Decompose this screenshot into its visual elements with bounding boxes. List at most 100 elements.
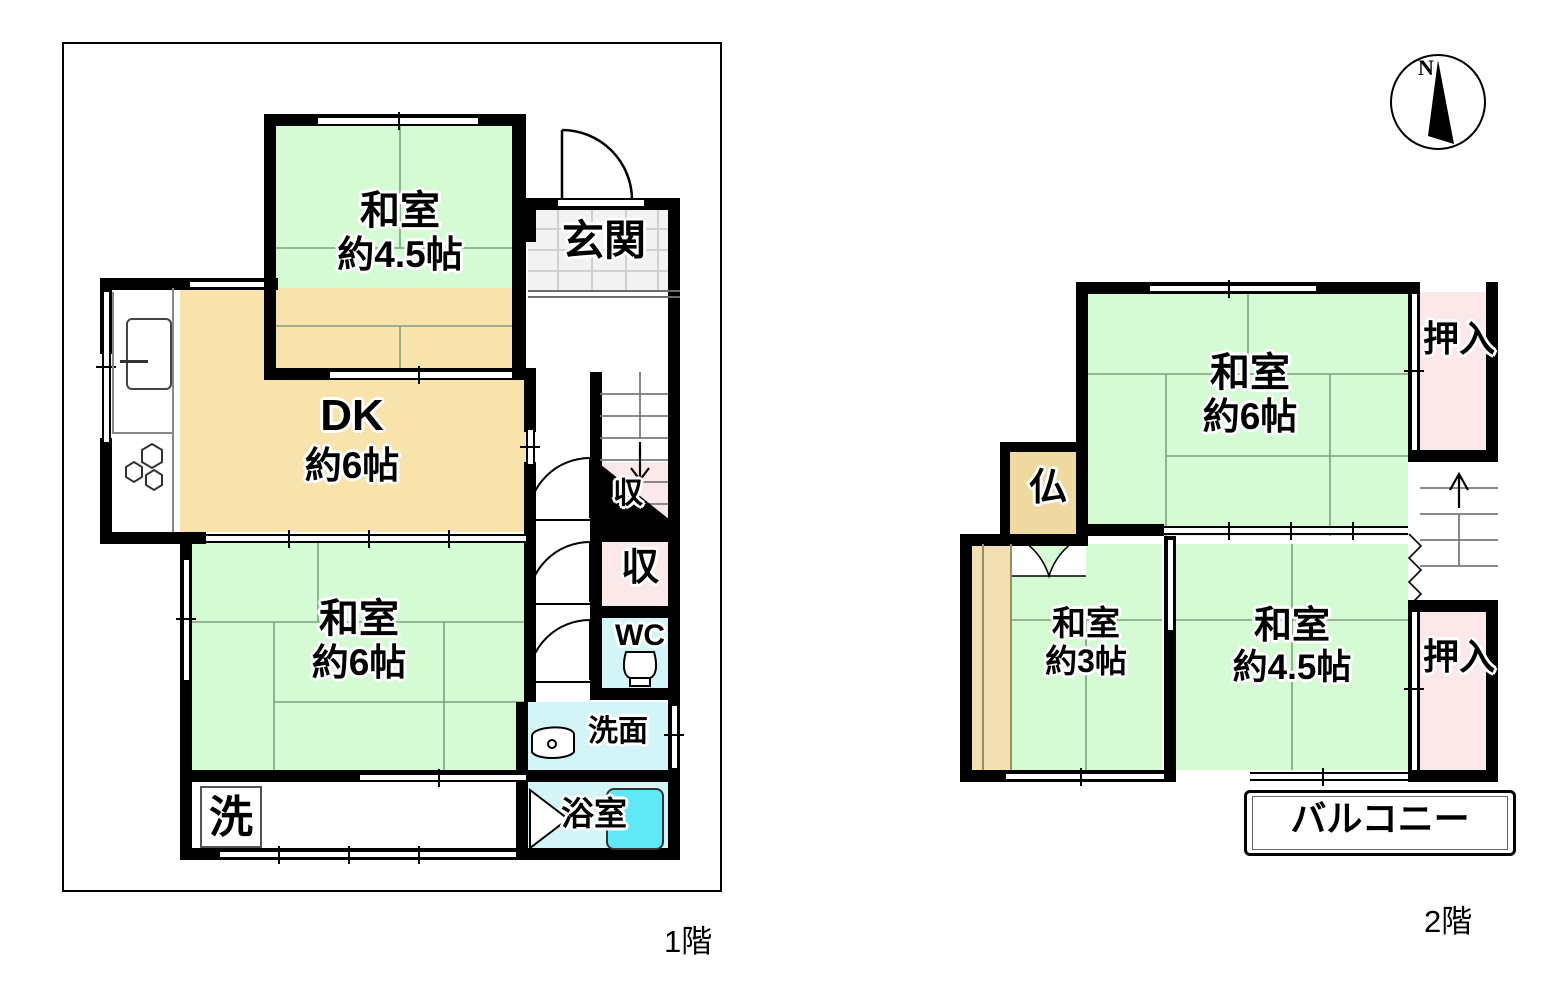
door-tick: [448, 530, 450, 548]
label-oshiire-top-floor2: 押入: [1422, 318, 1495, 359]
door-swing-storage-upper[interactable]: [526, 456, 592, 522]
window-tick: [348, 846, 350, 864]
entrance-door-swing[interactable]: [560, 128, 646, 202]
floor1-boundary: [62, 42, 722, 892]
wall: [1486, 282, 1498, 462]
door-tick: [368, 530, 370, 548]
counter-edge2: [112, 292, 114, 432]
wall: [590, 688, 680, 700]
window-washitsu45-bottom[interactable]: [1250, 772, 1408, 781]
tatami-lines-washitsu-4p5-floor1: [276, 126, 524, 368]
sliding-door[interactable]: [206, 534, 526, 543]
kitchen-sink: [126, 318, 172, 390]
wall: [524, 198, 536, 242]
tatami-lines-washitsu3-floor2: [1010, 619, 1162, 770]
wall: [100, 532, 204, 544]
wall: [1076, 524, 1164, 536]
label-oshiire-bottom-floor2: 押入: [1422, 636, 1495, 677]
fusuma-between-rooms-floor2[interactable]: [1166, 540, 1175, 630]
sliding-window-laundry-top[interactable]: [360, 773, 526, 782]
engawa-edge: [1010, 544, 1012, 770]
door-tick: [398, 112, 400, 130]
label-butsuma-floor2: 仏: [1028, 467, 1067, 509]
label-washitsu-45-floor2: 和室 約4.5帖: [1232, 605, 1352, 688]
tatami-lines-washitsu45-floor2: [1176, 544, 1408, 770]
sliding-door[interactable]: [190, 280, 264, 289]
tatami-lines-washitsu6-floor2: [1088, 292, 1408, 536]
fusuma-oshiire-top[interactable]: [1410, 294, 1419, 450]
balcony-inner-rail: [1252, 796, 1508, 850]
wall: [180, 782, 192, 860]
washbasin-icon: [531, 726, 575, 759]
label-genkan-floor1: 玄関: [561, 217, 646, 264]
genkan-step-line: [528, 290, 680, 292]
kitchen-counter-area: [110, 288, 180, 532]
engawa-floor2: [972, 544, 1012, 770]
wall: [1076, 442, 1088, 536]
sliding-door-mid-floor2[interactable]: [1164, 526, 1408, 535]
window-tick: [1228, 280, 1230, 298]
fusuma-dotted-washitsu45[interactable]: [519, 228, 523, 292]
balcony-floor2: [1244, 790, 1516, 856]
label-balcony-floor2: バルコニー: [1290, 798, 1470, 839]
window-tick: [96, 366, 116, 368]
label-storage-upper-floor1: 収: [613, 477, 643, 510]
window-tick: [1322, 768, 1324, 786]
oshiire-top-floor2: [1420, 292, 1498, 452]
counter-divider: [172, 288, 174, 532]
label-yokushitsu-floor1: 浴室: [561, 795, 627, 832]
toilet-icon: [622, 651, 658, 687]
label-storage-lower-floor1: 収: [620, 547, 659, 589]
washing-machine-box: [200, 786, 262, 848]
genkan-step-line2: [528, 296, 680, 298]
sink-faucet: [120, 360, 148, 363]
wall: [960, 534, 972, 782]
label-washitsu-6-floor1: 和室 約6帖: [311, 597, 407, 684]
door-swing-wc[interactable]: [526, 618, 592, 684]
sliding-door[interactable]: [330, 370, 512, 380]
wall: [668, 372, 680, 702]
label-washitsu-6-floor2: 和室 約6帖: [1202, 351, 1298, 438]
stair-rail-zigzag: [1407, 533, 1423, 607]
door-tick: [520, 446, 540, 448]
fusuma-oshiire-bottom[interactable]: [1410, 612, 1419, 770]
wall: [960, 534, 1088, 546]
staircase-steps-floor2: [1420, 471, 1498, 567]
wall: [526, 770, 680, 782]
compass-north-label: N: [1418, 55, 1434, 80]
wall: [264, 114, 276, 380]
window-tick: [664, 734, 684, 736]
gas-stove-icon: [125, 442, 163, 492]
window-washitsu6-left[interactable]: [182, 560, 191, 680]
label-dk-floor1: DK 約6帖: [304, 391, 400, 486]
door-tick: [1404, 688, 1424, 690]
laundry-corridor-floor1: [192, 782, 526, 858]
wall: [590, 462, 602, 688]
label-laundry-floor1: 洗: [209, 793, 253, 842]
floor2-label: 2階: [1424, 904, 1473, 939]
engawa-edge2: [982, 544, 984, 770]
bathtub: [606, 788, 664, 850]
window-tick: [418, 846, 420, 864]
wall: [1486, 600, 1498, 782]
window-tick: [438, 769, 440, 787]
door-swing-storage-lower[interactable]: [526, 540, 592, 606]
window-washitsu3-bottom[interactable]: [1006, 772, 1176, 781]
fusuma-dotted-washitsu6[interactable]: [529, 618, 533, 686]
compass-rose: N: [1388, 52, 1488, 152]
window-washitsu6-top-floor2[interactable]: [1150, 284, 1316, 293]
label-senmen-floor1: 洗面: [588, 715, 648, 748]
storage-lower-floor1: [600, 540, 680, 608]
sliding-window-laundry-bottom[interactable]: [220, 850, 520, 859]
wall: [512, 114, 526, 380]
window-senmen-right[interactable]: [670, 706, 679, 768]
wall: [516, 702, 528, 770]
hallway-floor1: [528, 292, 680, 372]
window-tick: [176, 618, 196, 620]
door-tick: [1228, 522, 1230, 540]
wall: [516, 780, 528, 858]
bath-folding-door[interactable]: [528, 787, 570, 851]
door-tick: [418, 366, 420, 384]
wall: [668, 198, 680, 374]
